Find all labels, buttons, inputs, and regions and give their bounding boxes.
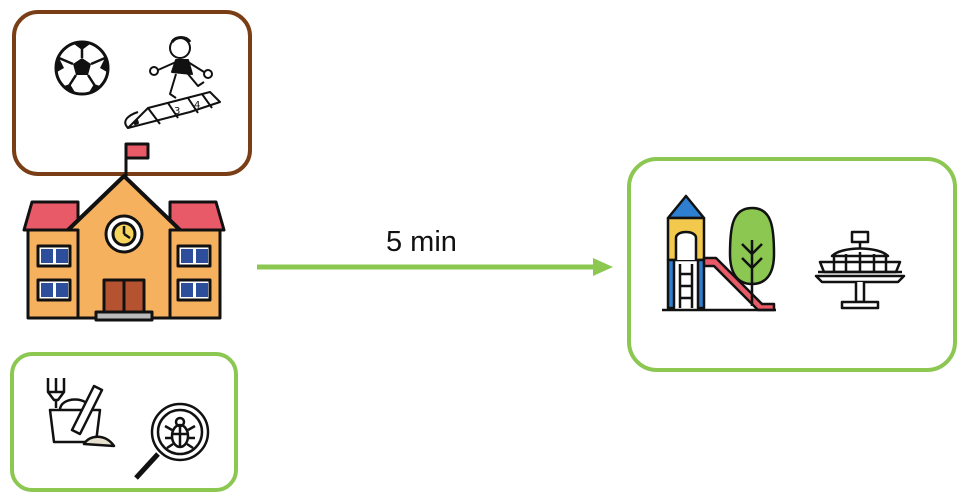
direction-arrow [255, 252, 617, 282]
magnifier-bug-icon [128, 398, 218, 484]
soccer-ball-icon [52, 38, 112, 98]
hopscotch-child-icon: 3 4 [118, 32, 226, 140]
sand-bucket-icon [40, 372, 120, 452]
tree-icon [728, 204, 776, 308]
svg-text:3: 3 [174, 106, 180, 117]
merry-go-round-icon [812, 228, 908, 312]
school-building-icon [18, 138, 230, 324]
svg-text:4: 4 [194, 100, 200, 111]
